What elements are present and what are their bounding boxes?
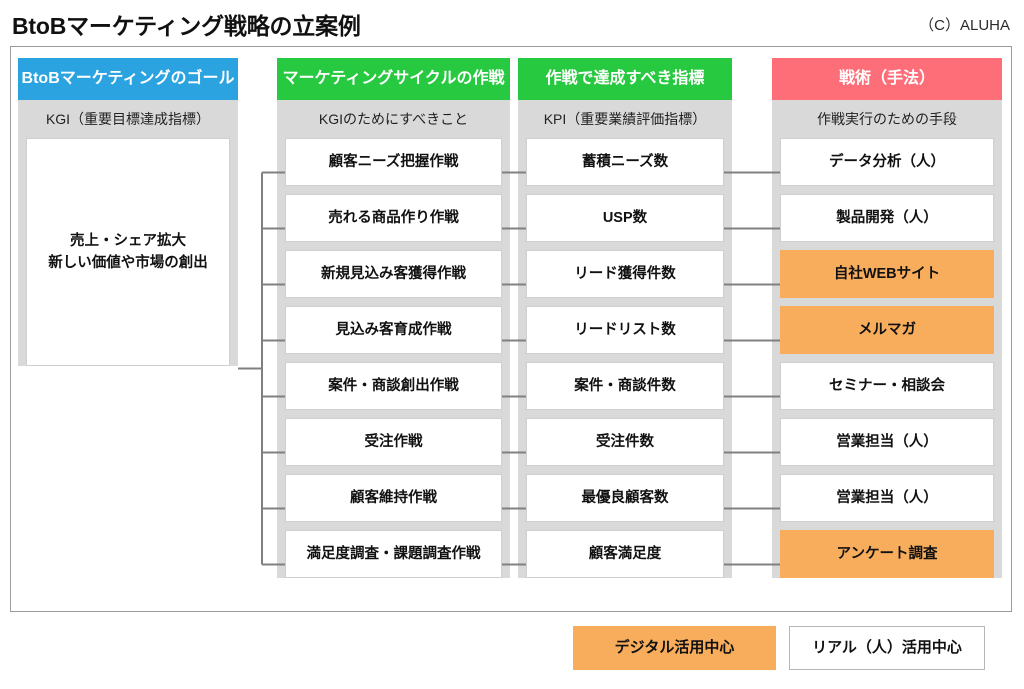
column-goal-header: BtoBマーケティングのゴール: [18, 58, 238, 100]
tactic-item[interactable]: データ分析（人）: [780, 138, 994, 186]
strategy-item[interactable]: 新規見込み客獲得作戦: [285, 250, 502, 298]
tactic-item[interactable]: メルマガ: [780, 306, 994, 354]
tactic-item[interactable]: 自社WEBサイト: [780, 250, 994, 298]
goal-line-1: 売上・シェア拡大: [70, 232, 186, 249]
goal-line-2: 新しい価値や市場の創出: [48, 255, 208, 271]
column-strategy-subtitle: KGIのためにすべきこと: [318, 111, 469, 127]
column-goal: BtoBマーケティングのゴール KGI（重要目標達成指標） 売上・シェア拡大 新…: [18, 58, 238, 374]
strategy-item[interactable]: 見込み客育成作戦: [285, 306, 502, 354]
tactic-item[interactable]: 製品開発（人）: [780, 194, 994, 242]
column-goal-panel: KGI（重要目標達成指標） 売上・シェア拡大 新しい価値や市場の創出: [18, 100, 238, 366]
column-kpi-panel: KPI（重要業績評価指標） 蓄積ニーズ数 USP数 リード獲得件数 リードリスト…: [518, 100, 732, 578]
column-tactics-panel: 作戦実行のための手段 データ分析（人） 製品開発（人） 自社WEBサイト メルマ…: [772, 100, 1002, 578]
goal-box[interactable]: 売上・シェア拡大 新しい価値や市場の創出: [26, 138, 230, 366]
kpi-item[interactable]: リードリスト数: [526, 306, 724, 354]
strategy-item[interactable]: 顧客ニーズ把握作戦: [285, 138, 502, 186]
kpi-item[interactable]: 顧客満足度: [526, 530, 724, 578]
tactic-item[interactable]: 営業担当（人）: [780, 418, 994, 466]
tactic-item[interactable]: アンケート調査: [780, 530, 994, 578]
column-strategy-panel: KGIのためにすべきこと 顧客ニーズ把握作戦 売れる商品作り作戦 新規見込み客獲…: [277, 100, 510, 578]
column-strategy: マーケティングサイクルの作戦 KGIのためにすべきこと 顧客ニーズ把握作戦 売れ…: [277, 58, 510, 586]
tactic-item[interactable]: 営業担当（人）: [780, 474, 994, 522]
column-kpi: 作戦で達成すべき指標 KPI（重要業績評価指標） 蓄積ニーズ数 USP数 リード…: [518, 58, 732, 586]
kpi-item[interactable]: USP数: [526, 194, 724, 242]
goal-text: 売上・シェア拡大 新しい価値や市場の創出: [48, 230, 208, 275]
kpi-item[interactable]: リード獲得件数: [526, 250, 724, 298]
title-row: BtoBマーケティング戦略の立案例 （C）ALUHA: [0, 0, 1024, 46]
legend-digital: デジタル活用中心: [573, 626, 776, 670]
tactic-item[interactable]: セミナー・相談会: [780, 362, 994, 410]
kpi-item[interactable]: 蓄積ニーズ数: [526, 138, 724, 186]
column-strategy-header: マーケティングサイクルの作戦: [277, 58, 510, 100]
kpi-item[interactable]: 案件・商談件数: [526, 362, 724, 410]
column-tactics: 戦術（手法） 作戦実行のための手段 データ分析（人） 製品開発（人） 自社WEB…: [772, 58, 1002, 586]
strategy-item[interactable]: 顧客維持作戦: [285, 474, 502, 522]
page-title: BtoBマーケティング戦略の立案例: [12, 13, 361, 39]
strategy-item[interactable]: 受注作戦: [285, 418, 502, 466]
kpi-item[interactable]: 最優良顧客数: [526, 474, 724, 522]
legend: デジタル活用中心 リアル（人）活用中心: [0, 622, 1024, 678]
strategy-item[interactable]: 案件・商談創出作戦: [285, 362, 502, 410]
legend-real: リアル（人）活用中心: [789, 626, 985, 670]
column-goal-subtitle: KGI（重要目標達成指標）: [45, 111, 211, 127]
kpi-item[interactable]: 受注件数: [526, 418, 724, 466]
column-kpi-header: 作戦で達成すべき指標: [518, 58, 732, 100]
strategy-item[interactable]: 満足度調査・課題調査作戦: [285, 530, 502, 578]
strategy-item[interactable]: 売れる商品作り作戦: [285, 194, 502, 242]
copyright-notice: （C）ALUHA: [919, 17, 1010, 34]
column-tactics-header: 戦術（手法）: [772, 58, 1002, 100]
column-kpi-subtitle: KPI（重要業績評価指標）: [543, 111, 707, 127]
column-tactics-subtitle: 作戦実行のための手段: [817, 111, 957, 127]
